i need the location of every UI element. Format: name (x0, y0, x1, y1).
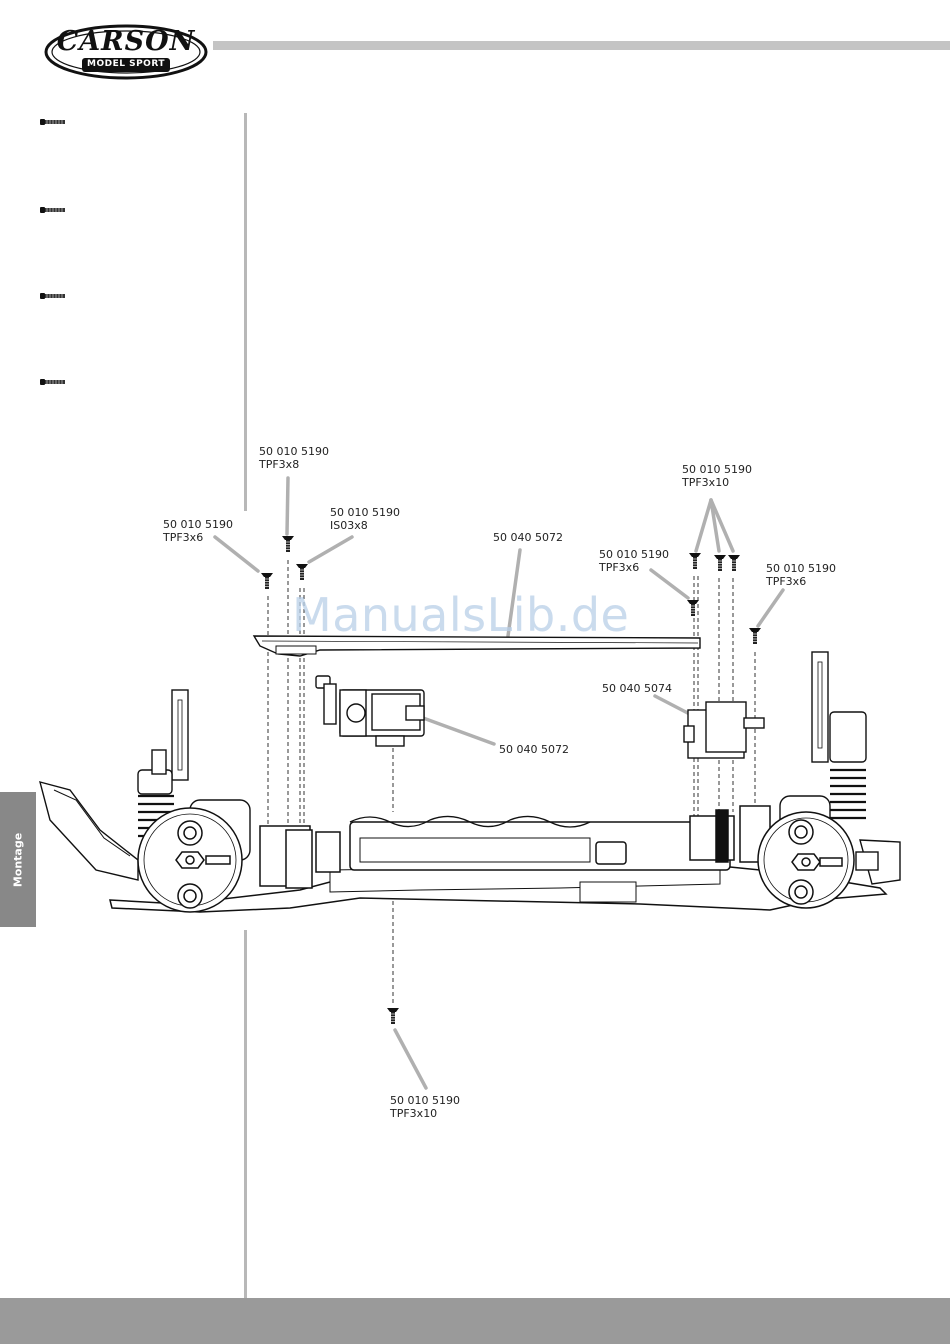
callout-part-number: 50 010 5190 (766, 562, 836, 575)
callout-screw-right-triple: 50 010 5190 TPF3x10 (682, 463, 752, 489)
callout-part-number: 50 010 5190 (682, 463, 752, 476)
callout-part-number: 50 010 5190 (259, 445, 329, 458)
screw-is03x8-icon (296, 564, 308, 580)
screw-tpf3x6-right-icon (749, 628, 761, 644)
callout-spec: TPF3x6 (163, 531, 233, 544)
callout-part-number: 50 040 5074 (602, 682, 672, 695)
callout-screw-iso: 50 010 5190 IS03x8 (330, 506, 400, 532)
callout-part-number: 50 040 5072 (499, 743, 569, 756)
callout-screw-bottom: 50 010 5190 TPF3x10 (390, 1094, 460, 1120)
screw-tpf3x10-bottom-icon (387, 1008, 399, 1024)
screw-icon-1 (40, 119, 65, 125)
callout-part-number: 50 010 5190 (599, 548, 669, 561)
screw-tpf3x10-a-icon (689, 553, 701, 569)
callout-spec: TPF3x10 (682, 476, 752, 489)
callout-spec: IS03x8 (330, 519, 400, 532)
callout-part-number: 50 010 5190 (330, 506, 400, 519)
screw-tpf3x8-icon (282, 536, 294, 552)
screw-icon-4 (40, 379, 65, 385)
callout-screw-right-mid: 50 010 5190 TPF3x6 (599, 548, 669, 574)
callout-part-number: 50 040 5072 (493, 531, 563, 544)
callout-part-number: 50 010 5190 (163, 518, 233, 531)
servo-left (316, 676, 424, 746)
callout-servo-left: 50 040 5072 (499, 743, 569, 756)
callout-spec: TPF3x8 (259, 458, 329, 471)
servo-right (684, 702, 764, 758)
callout-spec: TPF3x6 (599, 561, 669, 574)
watermark-text: ManualsLib.de (292, 588, 629, 642)
callout-spec: TPF3x6 (766, 575, 836, 588)
screw-tpf3x10-b-icon (714, 555, 726, 571)
callout-servo-right: 50 040 5074 (602, 682, 672, 695)
callout-plate: 50 040 5072 (493, 531, 563, 544)
screw-tpf3x10-c-icon (728, 555, 740, 571)
callout-part-number: 50 010 5190 (390, 1094, 460, 1107)
screw-tpf3x6-mid-icon (687, 600, 699, 616)
callout-screw-top-left: 50 010 5190 TPF3x8 (259, 445, 329, 471)
callout-spec: TPF3x10 (390, 1107, 460, 1120)
callout-screw-far-right: 50 010 5190 TPF3x6 (766, 562, 836, 588)
screw-icon-2 (40, 207, 65, 213)
screw-icon-3 (40, 293, 65, 299)
left-wheel-hub (138, 808, 242, 912)
callout-screw-left: 50 010 5190 TPF3x6 (163, 518, 233, 544)
screw-tpf3x6-left-icon (261, 573, 273, 589)
right-wheel-hub (758, 812, 854, 908)
